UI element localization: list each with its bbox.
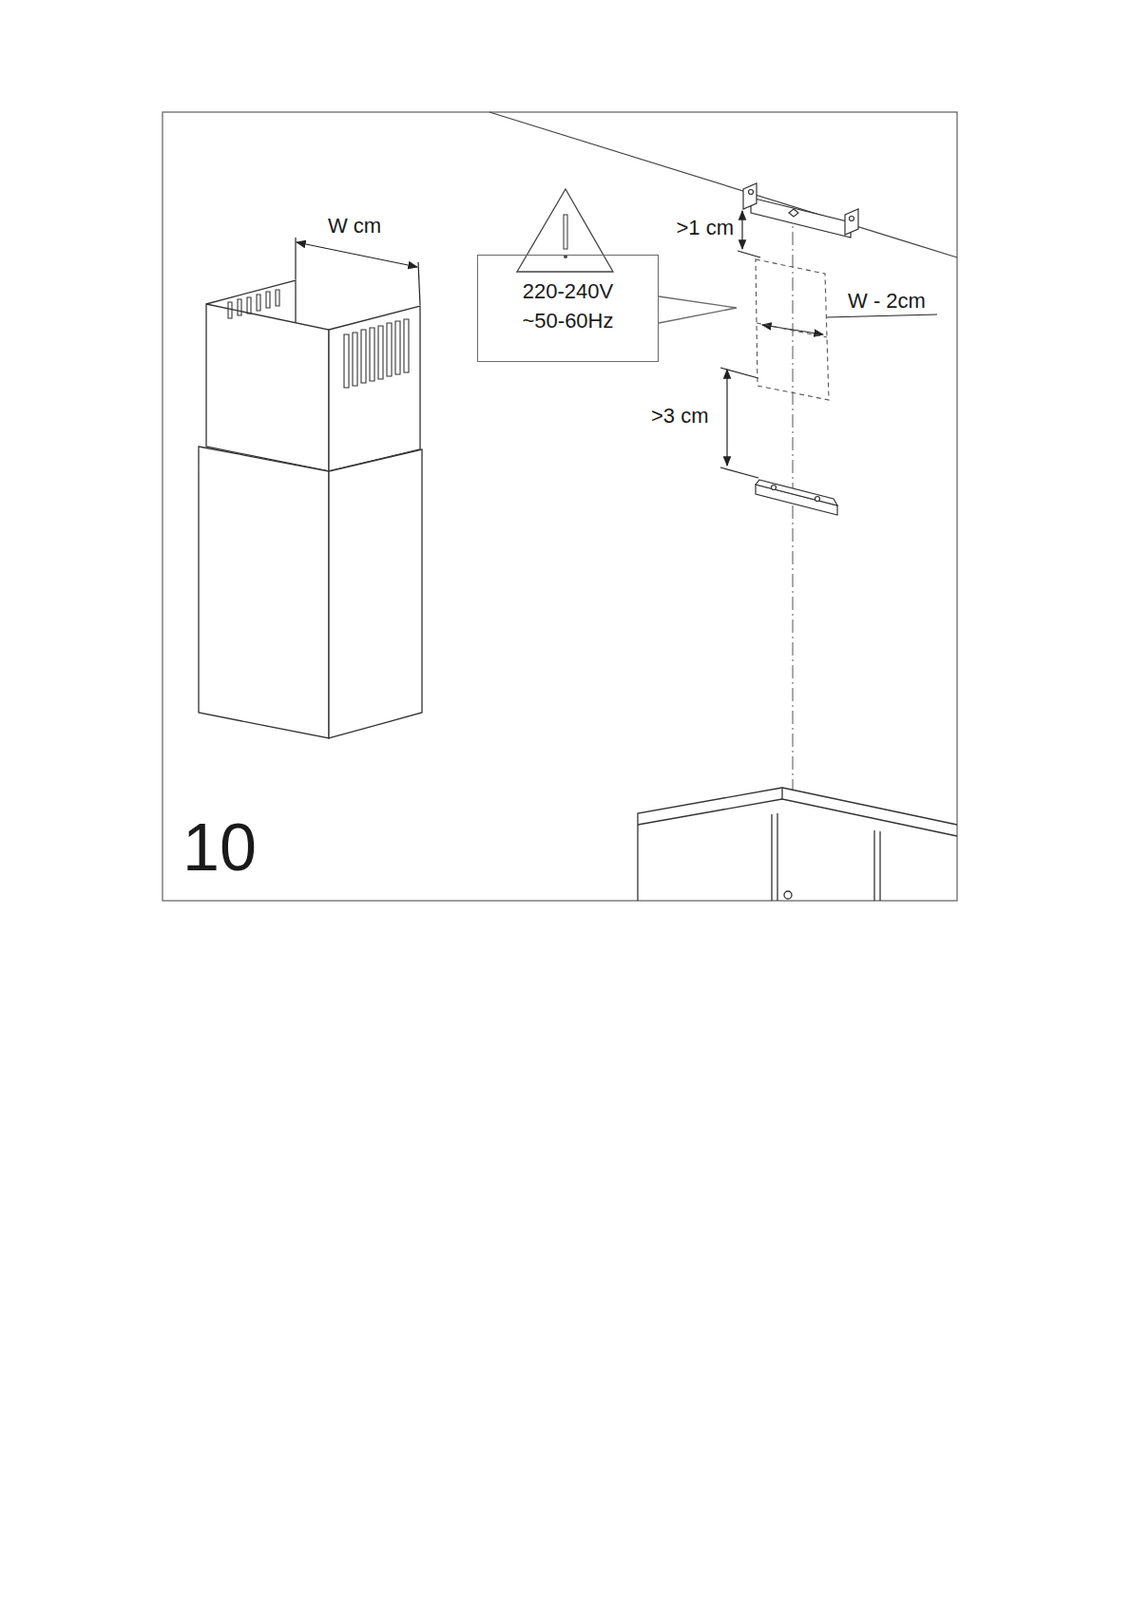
chimney-lower-right <box>328 449 423 739</box>
gap-dimensions <box>720 211 938 479</box>
chimney-lower-left <box>198 446 329 739</box>
dimension-label: >3 cm <box>649 403 711 429</box>
vent-slots <box>228 289 409 388</box>
figure-frame <box>162 112 958 902</box>
voltage-rating: 220-240V ~50-60Hz <box>506 276 631 336</box>
chimney-cover <box>198 280 423 739</box>
warning-box: 220-240V ~50-60Hz <box>477 254 659 363</box>
chimney-upper-left <box>206 304 329 472</box>
dimension-label: >1 cm <box>673 215 736 241</box>
warning-triangle <box>517 189 614 272</box>
dimension-label: W - 2cm <box>845 288 928 314</box>
kitchen-cabinet <box>637 787 958 902</box>
callout-pointer <box>658 296 737 324</box>
chimney-upper-right <box>328 306 421 472</box>
bottom-bracket <box>755 479 838 516</box>
width-dimension <box>295 237 421 306</box>
top-bracket <box>743 183 859 238</box>
socket-area <box>755 259 829 401</box>
dimension-label: W cm <box>326 213 384 239</box>
figure-number: 10 <box>180 812 259 883</box>
